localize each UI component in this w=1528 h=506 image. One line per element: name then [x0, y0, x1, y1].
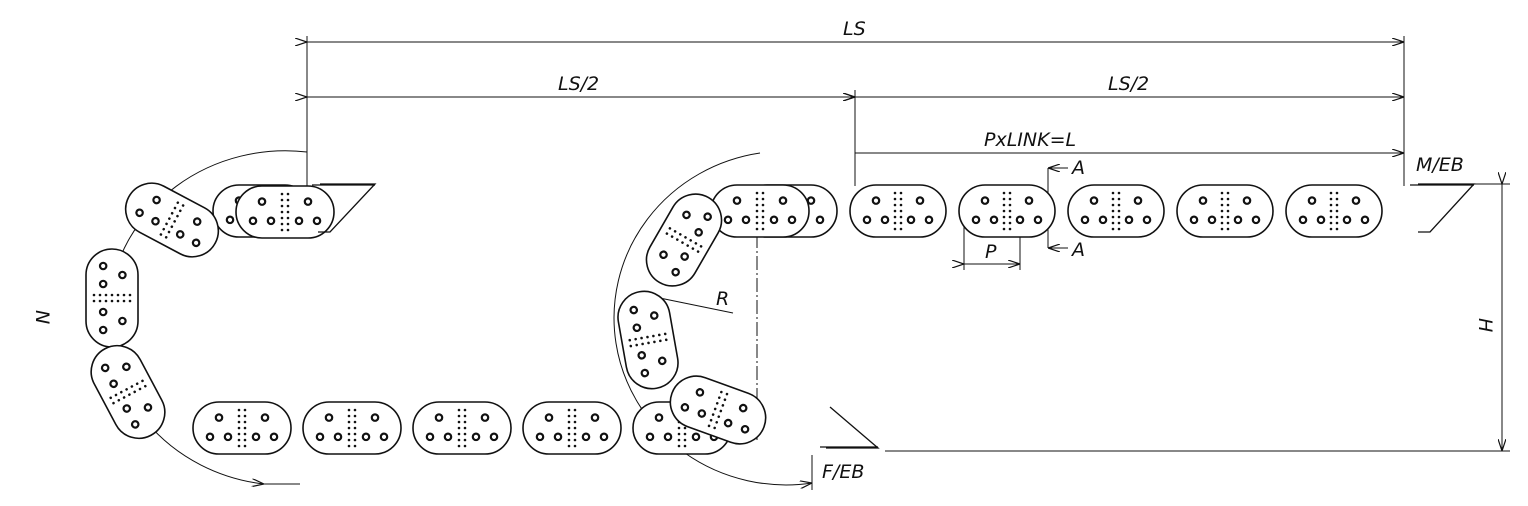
cable-chain: [85, 182, 1383, 455]
section-a-top-label: A: [1070, 157, 1085, 179]
section-a-bottom-label: A: [1070, 239, 1085, 261]
fixed-end-bracket-label: F/EB: [822, 461, 864, 483]
radius-label: R: [716, 288, 729, 310]
chain-link: [90, 344, 166, 440]
chain-link: [1285, 184, 1383, 238]
pitch-label: P: [985, 241, 997, 263]
chain-link: [710, 184, 810, 238]
chain-link: [849, 184, 947, 238]
chain-link: [1067, 184, 1165, 238]
chain-link: [1176, 184, 1274, 238]
mounting-brackets: [312, 183, 1476, 449]
chain-link: [302, 401, 402, 455]
chain-link: [617, 290, 679, 390]
chain-link: [522, 401, 622, 455]
chain-link: [958, 184, 1056, 238]
chain-link: [124, 182, 220, 258]
pxlink-label: PxLINK=L: [984, 129, 1076, 151]
height-label: H: [1474, 318, 1496, 332]
ls-half-right-label: LS/2: [1108, 73, 1149, 95]
chain-link: [645, 193, 723, 287]
moving-end-bracket-label: M/EB: [1416, 154, 1464, 176]
n-label: N: [31, 310, 53, 324]
chain-link: [669, 375, 767, 445]
chain-link: [235, 185, 335, 239]
ls-half-left-label: LS/2: [558, 73, 599, 95]
ls-label: LS: [843, 18, 866, 40]
chain-link: [85, 248, 139, 348]
chain-link: [192, 401, 292, 455]
chain-link: [412, 401, 512, 455]
